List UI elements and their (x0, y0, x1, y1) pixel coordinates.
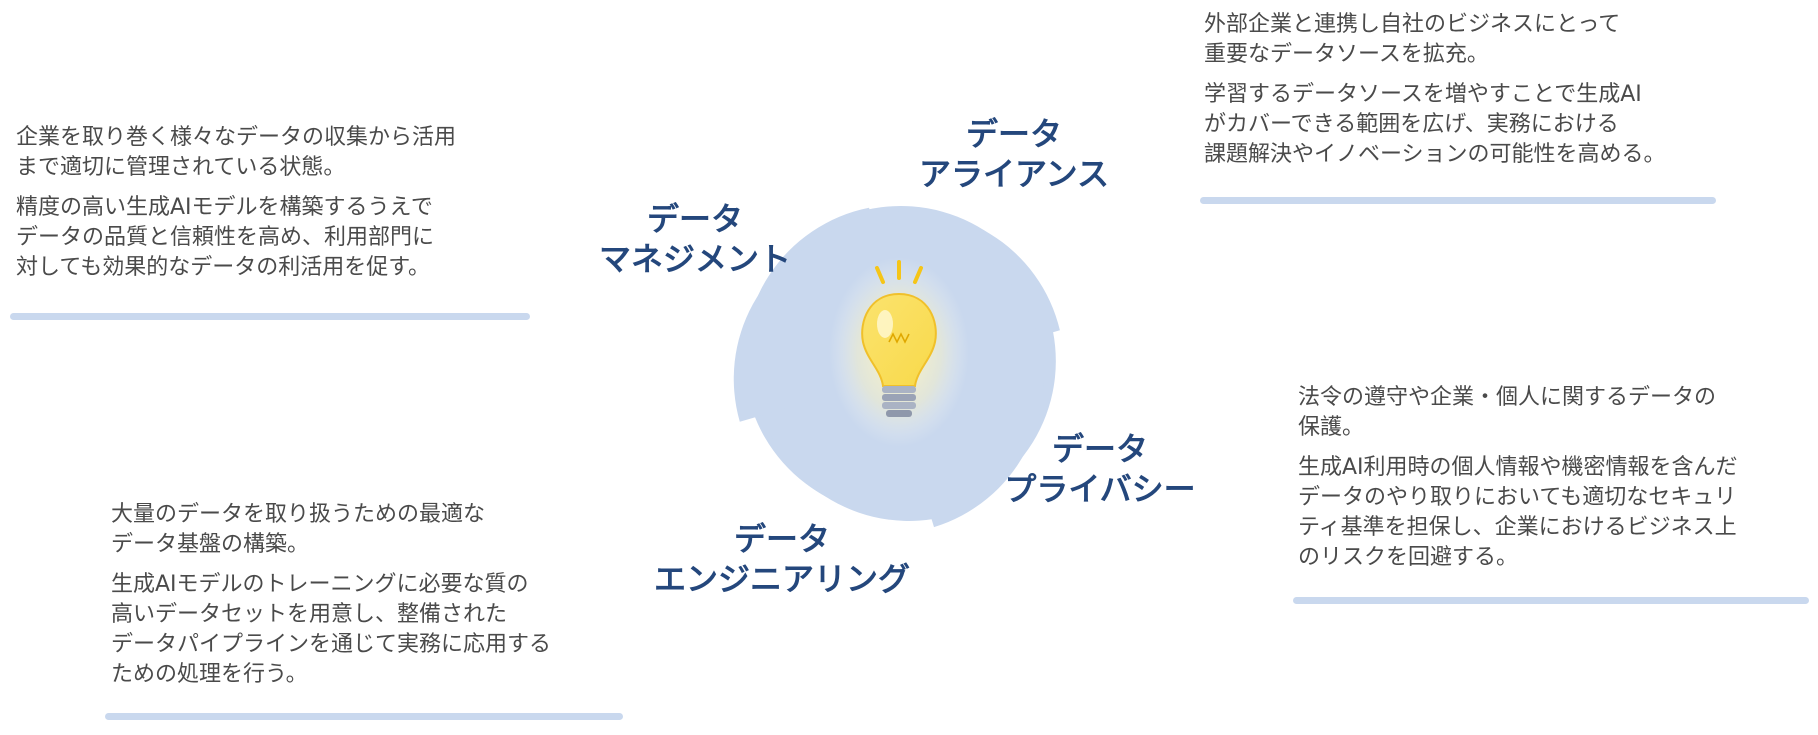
bulb-base-ring (882, 386, 916, 393)
bulb-base-ring (882, 394, 916, 401)
desc-engineering-summary: 大量のデータを取り扱うための最適な データ基盤の構築。 (111, 502, 486, 557)
petal-title-alliance: データアライアンス (919, 115, 1109, 193)
petal-title-line: データ (966, 115, 1062, 153)
bulb-filament (888, 332, 910, 344)
petal-title-line: マネジメント (599, 240, 791, 278)
petal-title-line: アライアンス (919, 155, 1109, 193)
petal-title-line: エンジニアリング (654, 560, 910, 598)
desc-engineering: 大量のデータを取り扱うための最適な データ基盤の構築。 生成AIモデルのトレーニ… (111, 500, 631, 700)
petal-title-line: データ (647, 200, 743, 238)
bulb-ray (875, 266, 885, 284)
petal-title-management: データマネジメント (599, 200, 791, 278)
petal-title-line: データ (734, 520, 830, 558)
divider-alliance (1200, 197, 1716, 204)
desc-engineering-detail: 生成AIモデルのトレーニングに必要な質の 高いデータセットを用意し、整備された … (111, 572, 552, 687)
desc-alliance-detail: 学習するデータソースを増やすことで生成AI がカバーできる範囲を広げ、実務におけ… (1204, 82, 1666, 167)
lightbulb-icon (829, 257, 969, 447)
petal-title-line: プライバシー (1004, 470, 1195, 508)
divider-privacy (1293, 597, 1809, 604)
divider-management (10, 313, 530, 320)
desc-alliance: 外部企業と連携し自社のビジネスにとって 重要なデータソースを拡充。 学習するデー… (1204, 10, 1724, 180)
desc-privacy-summary: 法令の遵守や企業・個人に関するデータの 保護。 (1298, 385, 1717, 440)
bulb-highlight (877, 310, 893, 338)
desc-alliance-summary: 外部企業と連携し自社のビジネスにとって 重要なデータソースを拡充。 (1204, 12, 1621, 67)
bulb-base-ring (882, 402, 916, 409)
petal-title-engineering: データエンジニアリング (654, 520, 910, 598)
desc-management-detail: 精度の高い生成AIモデルを構築するうえで データの品質と信頼性を高め、利用部門に… (16, 195, 435, 280)
petal-title-line: データ (1052, 430, 1148, 468)
desc-management-summary: 企業を取り巻く様々なデータの収集から活用 まで適切に管理されている状態。 (16, 125, 457, 180)
desc-privacy-detail: 生成AI利用時の個人情報や機密情報を含んだ データのやり取りにおいても適切なセキ… (1298, 455, 1738, 570)
desc-management: 企業を取り巻く様々なデータの収集から活用 まで適切に管理されている状態。 精度の… (16, 123, 536, 293)
divider-engineering (105, 713, 623, 720)
desc-privacy: 法令の遵守や企業・個人に関するデータの 保護。 生成AI利用時の個人情報や機密情… (1298, 383, 1814, 583)
petal-title-privacy: データプライバシー (1004, 430, 1195, 508)
bulb-ray (913, 266, 923, 284)
bulb-base-ring (886, 410, 912, 417)
